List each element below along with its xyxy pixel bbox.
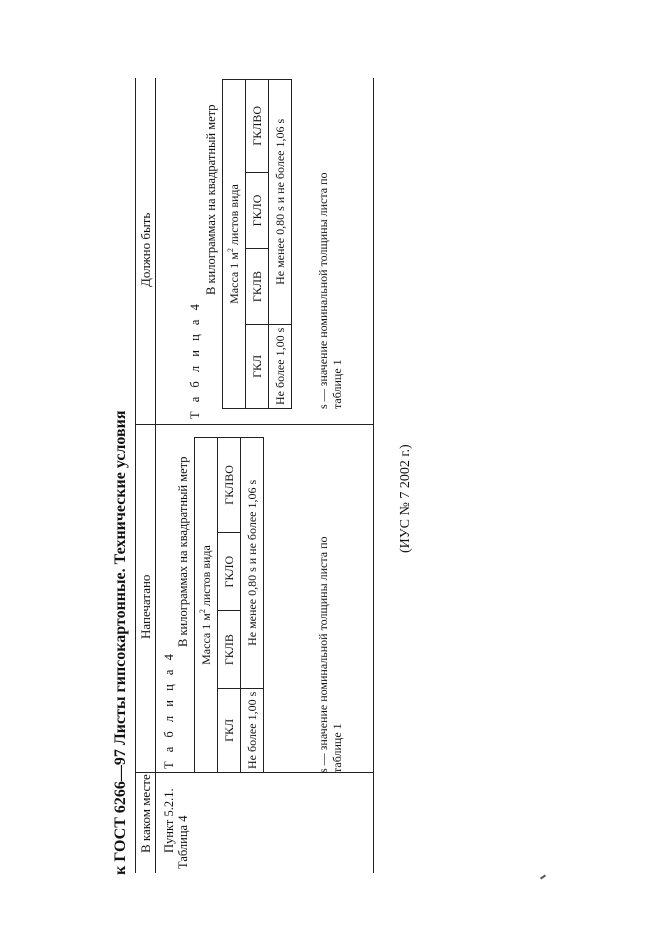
printed-value-others: Не менее 0,80 s и не более 1,06 s bbox=[240, 437, 264, 689]
table-top-border bbox=[135, 78, 137, 873]
document-footer: (ИУС № 7 2002 г.) bbox=[398, 444, 413, 553]
printed-mass-table: Масса 1 м2 листов вида ГКЛ ГКЛВ ГКЛО ГКЛ… bbox=[194, 437, 264, 773]
printed-type-gklv: ГКЛВ bbox=[217, 610, 241, 689]
should-be-type-gkl: ГКЛ bbox=[245, 324, 269, 409]
location-line2: Таблица 4 bbox=[176, 815, 190, 869]
should-be-note-line1: s — значение номинальной толщины листа п… bbox=[316, 172, 330, 409]
printed-note-line1: s — значение номинальной толщины листа п… bbox=[316, 536, 330, 773]
printed-units: В килограммах на квадратный метр bbox=[176, 456, 190, 647]
should-be-type-gklv: ГКЛВ bbox=[245, 248, 269, 325]
location-line1: Пункт 5.2.1. bbox=[162, 788, 176, 853]
document-title: к ГОСТ 6266—97 Листы гипсокартонные. Тех… bbox=[112, 410, 129, 875]
printed-type-gklo: ГКЛО bbox=[217, 532, 241, 611]
should-be-type-gklvo: ГКЛВО bbox=[245, 79, 269, 173]
printed-type-gkl: ГКЛ bbox=[217, 688, 241, 773]
should-be-units: В килограммах на квадратный метр bbox=[204, 104, 218, 295]
table-header-border bbox=[155, 78, 156, 873]
printed-note-line2: таблице 1 bbox=[330, 723, 344, 773]
table-bottom-border bbox=[373, 78, 375, 873]
should-be-mass-header: Масса 1 м2 листов вида bbox=[222, 79, 246, 409]
column-divider-2 bbox=[135, 424, 373, 425]
should-be-value-others: Не менее 0,80 s и не более 1,06 s bbox=[268, 79, 292, 325]
printed-mass-header: Масса 1 м2 листов вида bbox=[194, 437, 218, 773]
printed-value-gkl: Не более 1,00 s bbox=[240, 688, 264, 773]
should-be-value-gkl: Не более 1,00 s bbox=[268, 324, 292, 409]
printed-table-label: Т а б л и ц а 4 bbox=[162, 651, 176, 769]
header-should-be: Должно быть bbox=[138, 212, 153, 287]
should-be-table-label: Т а б л и ц а 4 bbox=[188, 301, 202, 419]
header-printed: Напечатано bbox=[138, 574, 153, 639]
printed-type-gklvo: ГКЛВО bbox=[217, 437, 241, 533]
should-be-type-gklo: ГКЛО bbox=[245, 172, 269, 249]
header-where: В каком месте bbox=[138, 774, 153, 853]
should-be-note-line2: таблице 1 bbox=[330, 359, 344, 409]
should-be-mass-table: Масса 1 м2 листов вида ГКЛ ГКЛВ ГКЛО ГКЛ… bbox=[222, 79, 292, 409]
